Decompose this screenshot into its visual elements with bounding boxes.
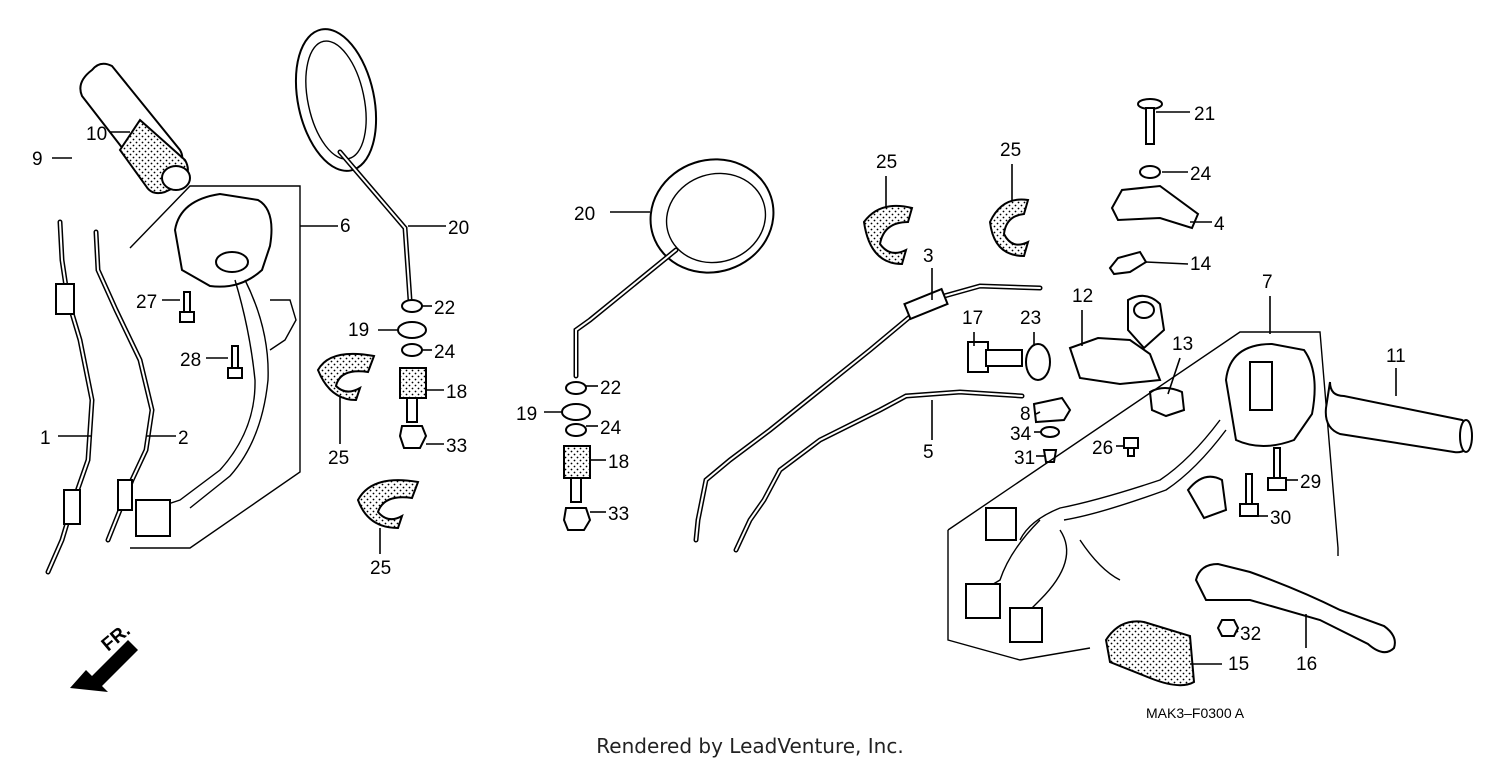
- part-number-label-23[interactable]: 23: [1020, 308, 1041, 329]
- bolt-29-illustration: [1267, 447, 1287, 491]
- part-number-label-22a[interactable]: 22: [434, 298, 455, 319]
- part-number-label-33a[interactable]: 33: [446, 436, 467, 457]
- part-number-label-25a[interactable]: 25: [328, 448, 349, 469]
- part-number-label-11[interactable]: 11: [1386, 346, 1406, 367]
- clutch-lever-illustration: [1194, 562, 1396, 654]
- part-number-label-31[interactable]: 31: [1014, 448, 1035, 469]
- right-mirror-hardware-illustration: [561, 381, 592, 531]
- throttle-cable-2-illustration: [93, 229, 155, 543]
- part-number-label-4[interactable]: 4: [1214, 214, 1225, 235]
- part-number-label-12[interactable]: 12: [1072, 286, 1093, 307]
- right-grip-illustration: [1324, 381, 1473, 454]
- clutch-cable-3-illustration: [693, 283, 1043, 543]
- bolt-28-illustration: [227, 345, 243, 379]
- front-direction-arrow-icon: FR.: [70, 620, 138, 692]
- left-mirror-hardware-illustration: [397, 299, 428, 449]
- diagram-code: MAK3–F0300 A: [1146, 705, 1245, 721]
- part-number-label-19a[interactable]: 19: [348, 320, 369, 341]
- part-number-label-33b[interactable]: 33: [608, 504, 629, 525]
- part-number-label-3[interactable]: 3: [923, 246, 934, 267]
- part-number-label-16[interactable]: 16: [1296, 654, 1317, 675]
- part-number-label-20a[interactable]: 20: [448, 218, 469, 239]
- left-mirror-illustration: [294, 28, 413, 303]
- part-number-label-9[interactable]: 9: [32, 149, 43, 170]
- part-number-label-18b[interactable]: 18: [608, 452, 629, 473]
- part-number-label-15[interactable]: 15: [1228, 654, 1249, 675]
- part-number-label-13[interactable]: 13: [1172, 334, 1193, 355]
- part-number-label-21[interactable]: 21: [1194, 104, 1215, 125]
- part-number-label-5[interactable]: 5: [923, 442, 934, 463]
- part-number-label-10[interactable]: 10: [86, 124, 107, 145]
- cable-clamp-center-left-illustration: [862, 204, 914, 266]
- part-number-label-30[interactable]: 30: [1270, 508, 1291, 529]
- part-number-label-20b[interactable]: 20: [574, 204, 595, 225]
- footer-credit: Rendered by LeadVenture, Inc.: [596, 734, 904, 758]
- part-number-label-29[interactable]: 29: [1300, 472, 1321, 493]
- washer-24-right-illustration: [1139, 165, 1161, 179]
- leader-line-32: [1235, 629, 1239, 633]
- part-number-label-7[interactable]: 7: [1262, 272, 1273, 293]
- lever-cover-illustration: [1104, 620, 1196, 687]
- part-number-label-24a[interactable]: 24: [434, 342, 456, 363]
- part-number-label-28[interactable]: 28: [180, 350, 201, 371]
- part-number-label-19b[interactable]: 19: [516, 404, 537, 425]
- part-number-label-27[interactable]: 27: [136, 292, 157, 313]
- part-number-label-22b[interactable]: 22: [600, 378, 621, 399]
- part-number-label-34[interactable]: 34: [1010, 424, 1032, 445]
- part-number-label-14[interactable]: 14: [1190, 254, 1212, 275]
- bolt-21-illustration: [1137, 98, 1163, 145]
- washer-34-illustration: [1040, 426, 1060, 438]
- lever-holder-12-illustration: [1068, 294, 1166, 386]
- part-number-label-25d[interactable]: 25: [1000, 140, 1021, 161]
- nut-23-illustration: [1025, 343, 1051, 381]
- lever-holder-4-illustration: [1110, 184, 1200, 230]
- part-number-label-25c[interactable]: 25: [876, 152, 897, 173]
- bolt-27-illustration: [179, 291, 195, 323]
- right-switch-housing-illustration: [947, 331, 1339, 661]
- leader-line-13: [1167, 357, 1181, 395]
- bolt-30-illustration: [1239, 473, 1259, 517]
- cable-clamp-left-upper-illustration: [316, 352, 376, 402]
- left-grip-illustration: [79, 62, 191, 195]
- nut-32-illustration: [1216, 619, 1240, 637]
- leader-line-14: [1145, 261, 1189, 265]
- leader-line-8: [1035, 411, 1041, 415]
- cable-clamp-center-right-illustration: [988, 198, 1030, 258]
- screw-26-illustration: [1123, 437, 1139, 457]
- part-number-label-24c[interactable]: 24: [1190, 164, 1212, 185]
- adjuster-17-illustration: [967, 341, 1023, 373]
- bracket-14-illustration: [1108, 250, 1148, 276]
- left-switch-housing-illustration: [129, 185, 301, 549]
- part-number-label-26[interactable]: 26: [1092, 438, 1113, 459]
- part-number-label-18a[interactable]: 18: [446, 382, 467, 403]
- switch-8-illustration: [1032, 396, 1072, 424]
- part-number-label-8[interactable]: 8: [1020, 404, 1031, 425]
- cable-5-illustration: [733, 389, 1025, 553]
- part-number-label-25b[interactable]: 25: [370, 558, 391, 579]
- holder-13-illustration: [1148, 387, 1186, 418]
- part-number-label-32[interactable]: 32: [1240, 624, 1261, 645]
- throttle-cable-1-illustration: [45, 219, 95, 575]
- part-number-label-17[interactable]: 17: [962, 308, 983, 329]
- part-number-label-6[interactable]: 6: [340, 216, 351, 237]
- part-number-label-2[interactable]: 2: [178, 428, 189, 449]
- part-number-label-24b[interactable]: 24: [600, 418, 622, 439]
- part-number-label-1[interactable]: 1: [40, 428, 51, 449]
- cable-clamp-left-lower-illustration: [356, 479, 420, 530]
- right-mirror-illustration: [573, 158, 775, 379]
